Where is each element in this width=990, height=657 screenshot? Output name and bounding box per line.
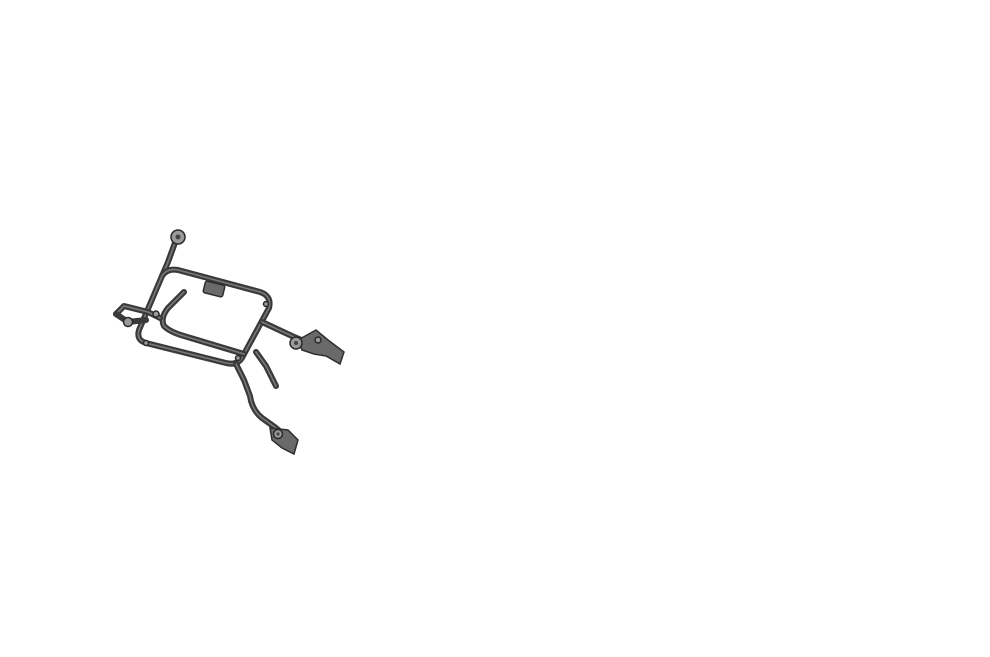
frame-bolts [142,300,270,362]
lower-leg [233,361,293,443]
top-bolt [170,229,186,245]
lower-strut-right [253,349,279,389]
left-arm-bolt [122,316,134,328]
rear-mount-plate [289,329,345,366]
inner-curved-bracket [159,289,247,357]
center-mount-tab [202,280,226,298]
lower-foot-plate [269,427,299,456]
